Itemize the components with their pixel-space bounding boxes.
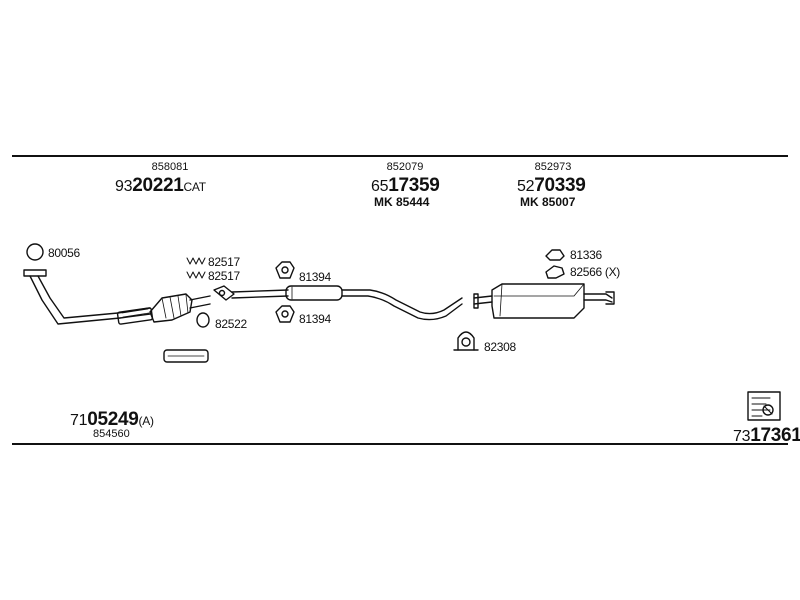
part-label-81336[interactable]: 81336 xyxy=(570,248,602,262)
ref-852973: 852973 xyxy=(534,161,572,173)
pn-prefix: 71 xyxy=(70,412,88,429)
mounting-rubber-icon xyxy=(163,349,209,363)
front-pipe-drawing xyxy=(23,269,154,325)
bracket-icon xyxy=(186,257,206,279)
pn-suffix: CAT xyxy=(183,180,207,194)
pn-prefix: 73 xyxy=(733,428,751,445)
part-number-catalyst[interactable]: 9320221CAT xyxy=(115,176,206,195)
mk-85444: MK 85444 xyxy=(374,195,430,209)
pn-prefix: 65 xyxy=(371,178,389,195)
mounting-rubber-icon xyxy=(275,261,295,279)
mounting-rubber-icon xyxy=(545,249,565,261)
mk-85007: MK 85007 xyxy=(520,195,576,209)
pn-prefix: 93 xyxy=(115,178,133,195)
ref-852079: 852079 xyxy=(386,161,424,173)
kit-number[interactable]: 7317361 xyxy=(733,426,800,445)
part-number-rear-silencer[interactable]: 5270339 xyxy=(517,176,586,195)
pipe-clamp-icon xyxy=(453,331,479,351)
part-label-82517-top[interactable]: 82517 xyxy=(208,255,240,269)
part-label-82522[interactable]: 82522 xyxy=(215,317,247,331)
bottom-rule xyxy=(12,443,788,445)
pn-main: 20221 xyxy=(132,175,184,196)
mounting-rubber-icon xyxy=(545,265,565,279)
clamp-ring-icon xyxy=(26,243,44,261)
pn-prefix: 52 xyxy=(517,178,535,195)
gasket-icon xyxy=(196,312,210,328)
part-label-82308[interactable]: 82308 xyxy=(484,340,516,354)
catalytic-converter-drawing xyxy=(149,293,211,323)
pn-main: 17361 xyxy=(750,425,800,446)
middle-silencer-drawing xyxy=(231,285,463,321)
part-label-82517-bottom[interactable]: 82517 xyxy=(208,269,240,283)
part-label-81394-bottom[interactable]: 81394 xyxy=(299,312,331,326)
rear-silencer-drawing xyxy=(473,283,615,319)
flange-drawing xyxy=(213,285,235,301)
pn-main: 70339 xyxy=(534,175,586,196)
part-label-81394-top[interactable]: 81394 xyxy=(299,270,331,284)
mounting-rubber-icon xyxy=(275,305,295,323)
part-number-front-pipe[interactable]: 7105249(A) xyxy=(70,410,154,429)
pn-main: 05249 xyxy=(87,409,139,430)
part-label-80056[interactable]: 80056 xyxy=(48,246,80,260)
pn-main: 17359 xyxy=(388,175,440,196)
instruction-sheet-icon xyxy=(747,391,781,421)
ref-854560: 854560 xyxy=(93,428,130,440)
pn-suffix: (A) xyxy=(138,414,154,428)
ref-858081: 858081 xyxy=(151,161,189,173)
top-rule xyxy=(12,155,788,157)
part-label-82566[interactable]: 82566 (X) xyxy=(570,265,620,279)
part-number-middle-pipe[interactable]: 6517359 xyxy=(371,176,440,195)
